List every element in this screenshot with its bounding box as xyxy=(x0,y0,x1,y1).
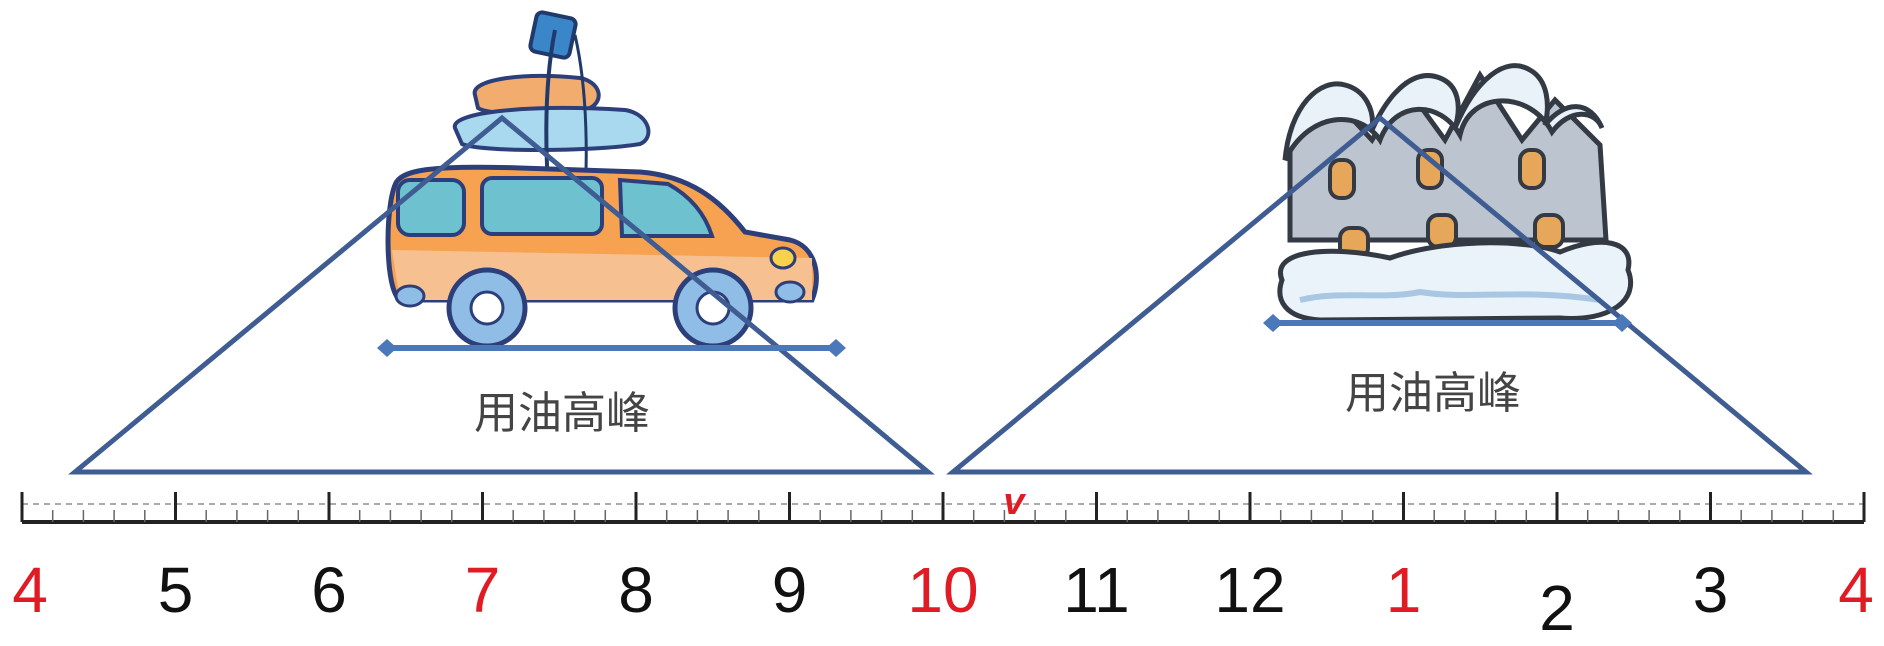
hour-label-11: 11 xyxy=(1063,554,1129,626)
right-peak-triangle xyxy=(946,114,1813,475)
hour-label-12: 12 xyxy=(1214,554,1285,626)
snowy-houses-icon xyxy=(1277,63,1634,323)
hour-label-9: 9 xyxy=(772,554,808,626)
hour-label-8: 8 xyxy=(618,554,654,626)
time-ruler xyxy=(20,492,1866,524)
hour-label-2: 2 xyxy=(1539,572,1575,644)
hour-label-1: 1 xyxy=(1386,554,1422,626)
hour-label-3: 3 xyxy=(1693,554,1729,626)
hour-label-4: 4 xyxy=(12,554,48,626)
left-range-bar xyxy=(377,339,846,357)
right-range-bar xyxy=(1263,314,1632,332)
hour-label-6: 6 xyxy=(311,554,347,626)
hour-label-5: 5 xyxy=(158,554,194,626)
left-peak-triangle xyxy=(68,114,935,475)
left-peak-label: 用油高峰 xyxy=(474,388,650,439)
hour-label-7: 7 xyxy=(465,554,501,626)
hour-label-10: 10 xyxy=(907,554,978,626)
right-peak-label: 用油高峰 xyxy=(1345,368,1521,419)
time-marker: v xyxy=(1003,481,1026,523)
hour-label-4: 4 xyxy=(1838,554,1874,626)
car-loaded-with-luggage-icon xyxy=(385,10,819,349)
